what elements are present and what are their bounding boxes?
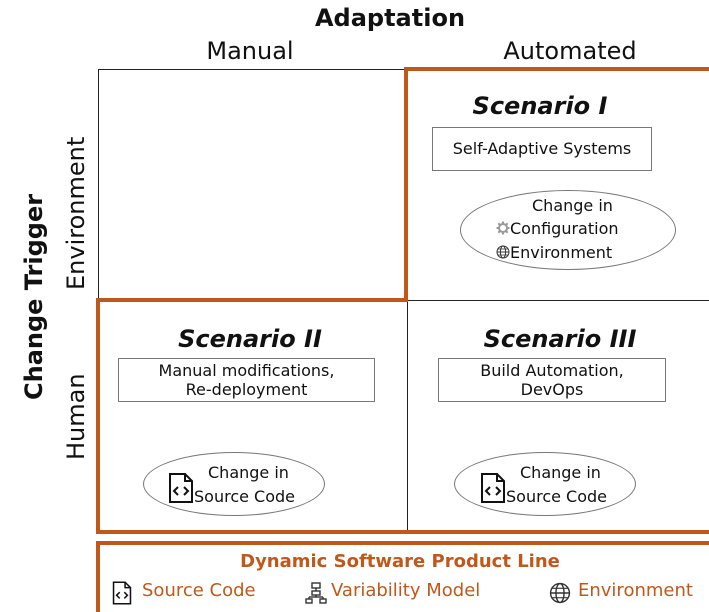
scenario3-ellipse-line1: Change in	[520, 463, 601, 482]
scenario2-title: Scenario II	[178, 325, 322, 353]
scenario1-border-left	[404, 67, 408, 302]
code-file-icon	[112, 581, 132, 605]
row-label-human: Human	[62, 373, 90, 460]
scenario1-title: Scenario I	[472, 92, 608, 120]
scenario1-border-top	[404, 67, 709, 71]
axis-title-change-trigger: Change Trigger	[20, 193, 48, 400]
scenario1-ellipse-line1: Change in	[532, 196, 613, 215]
scenario3-box-line1: Build Automation,	[480, 361, 624, 380]
globe-icon	[549, 582, 571, 604]
human-border-left	[96, 298, 100, 534]
scenario3-title: Scenario III	[483, 325, 637, 353]
legend-source-code: Source Code	[142, 580, 256, 601]
scenario2-ellipse-line2: Source Code	[194, 487, 295, 506]
scenario1-ellipse-line2-row: Configuration	[496, 218, 619, 239]
human-border-top	[96, 298, 408, 302]
column-label-automated: Automated	[503, 37, 637, 65]
human-border-bottom	[96, 530, 709, 534]
scenario2-box: Manual modifications, Re-deployment	[118, 358, 375, 402]
scenario1-box-label: Self-Adaptive Systems	[452, 139, 632, 158]
code-file-icon	[481, 473, 505, 503]
code-file-icon	[169, 473, 193, 503]
hierarchy-icon	[305, 582, 327, 604]
grid-middle-vertical	[407, 300, 408, 532]
axis-title-adaptation: Adaptation	[314, 4, 466, 32]
scenario1-ellipse-line2: Configuration	[510, 219, 619, 238]
scenario3-ellipse-line2: Source Code	[506, 487, 607, 506]
column-label-manual: Manual	[206, 37, 294, 65]
legend-variability-model: Variability Model	[331, 580, 481, 601]
gear-icon	[496, 221, 510, 235]
grid-top-line	[98, 69, 408, 70]
grid-middle-horizontal	[408, 300, 709, 301]
globe-icon	[496, 245, 510, 259]
scenario1-ellipse-line3: Environment	[510, 243, 613, 262]
scenario3-box: Build Automation, DevOps	[438, 358, 666, 402]
scenario1-ellipse-line3-row: Environment	[496, 242, 612, 263]
scenario1-box: Self-Adaptive Systems	[432, 127, 652, 171]
grid-left-line	[98, 69, 99, 301]
scenario2-ellipse-line1: Change in	[208, 463, 289, 482]
dspl-title: Dynamic Software Product Line	[240, 551, 560, 572]
scenario2-box-line1: Manual modifications,	[158, 361, 335, 380]
row-label-environment: Environment	[62, 136, 90, 290]
legend-environment: Environment	[578, 580, 693, 601]
scenario1-ellipse	[460, 190, 676, 270]
scenario3-box-line2: DevOps	[520, 380, 584, 399]
dspl-border-left	[96, 541, 100, 612]
dspl-border-top	[96, 541, 709, 545]
scenario2-box-line2: Re-deployment	[185, 380, 308, 399]
